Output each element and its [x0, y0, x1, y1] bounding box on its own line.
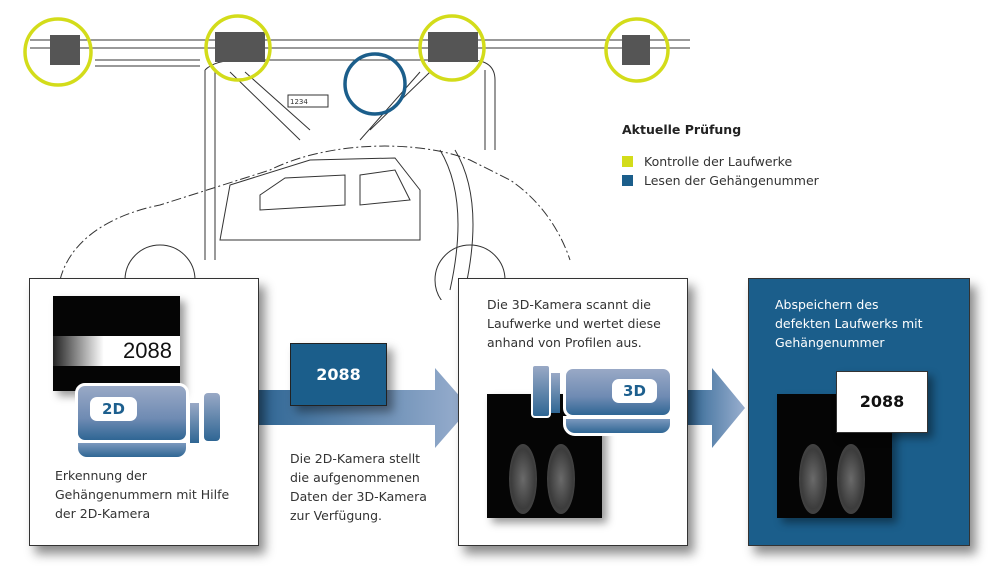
legend: Aktuelle Prüfung Kontrolle der Laufwerke…	[622, 122, 882, 188]
camera-image: 2088	[53, 296, 180, 391]
camera-label: 2D	[90, 397, 137, 421]
legend-label: Kontrolle der Laufwerke	[644, 154, 793, 169]
arrow-1	[257, 368, 470, 448]
saved-number: 2088	[836, 371, 928, 433]
yellow-swatch-icon	[622, 156, 633, 167]
wheel-check-marker	[604, 17, 670, 83]
legend-item-number: Lesen der Gehängenummer	[622, 173, 882, 188]
wheel-check-marker	[418, 14, 486, 82]
wheel-check-marker	[23, 17, 93, 87]
scan-image	[777, 394, 892, 518]
legend-label: Lesen der Gehängenummer	[644, 173, 819, 188]
camera-label: 3D	[612, 379, 657, 403]
hanger-drawing: 1234	[23, 14, 690, 300]
number-read-marker	[343, 52, 407, 116]
legend-title: Aktuelle Prüfung	[622, 122, 742, 137]
captured-number: 2088	[123, 338, 172, 363]
blue-swatch-icon	[622, 175, 633, 186]
arrow-2	[686, 368, 745, 448]
wheel-check-marker	[204, 14, 272, 82]
plate-number: 1234	[290, 98, 308, 106]
legend-item-wheels: Kontrolle der Laufwerke	[622, 154, 882, 169]
transferred-number: 2088	[290, 343, 387, 406]
